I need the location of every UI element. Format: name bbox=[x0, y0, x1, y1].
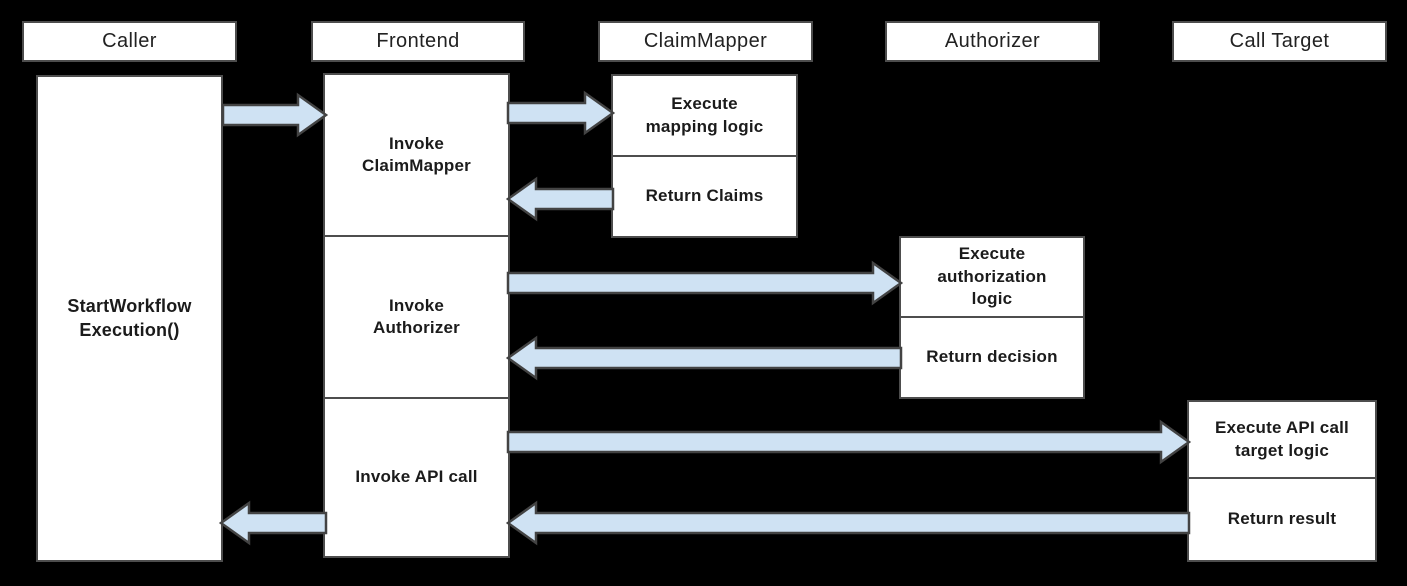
step-invoke-authorizer-label: Invoke Authorizer bbox=[373, 295, 460, 337]
lane-header-call-target: Call Target bbox=[1172, 21, 1387, 62]
step-invoke-api-call: Invoke API call bbox=[323, 397, 510, 558]
arrow-start-workflow bbox=[221, 92, 329, 138]
lane-header-caller-label: Caller bbox=[102, 30, 157, 52]
lane-header-authorizer: Authorizer bbox=[885, 21, 1100, 62]
step-return-decision-label: Return decision bbox=[926, 347, 1058, 367]
arrow-return-result bbox=[505, 500, 1191, 546]
lane-header-frontend-label: Frontend bbox=[376, 30, 460, 52]
step-execute-mapping-logic: Execute mapping logic bbox=[611, 74, 798, 157]
arrow-invoke-authorizer bbox=[506, 260, 904, 306]
arrow-return-decision bbox=[505, 335, 903, 381]
arrow-return-to-caller bbox=[218, 500, 328, 546]
step-invoke-authorizer: Invoke Authorizer bbox=[323, 235, 510, 399]
step-execute-mapping-logic-label: Execute mapping logic bbox=[645, 94, 764, 136]
lane-header-call-target-label: Call Target bbox=[1229, 30, 1330, 52]
lane-header-caller: Caller bbox=[22, 21, 237, 62]
arrow-invoke-api-call bbox=[506, 419, 1192, 465]
step-execute-authorization-logic: Execute authorization logic bbox=[899, 236, 1085, 318]
step-return-claims-label: Return Claims bbox=[645, 186, 764, 206]
step-return-result-label: Return result bbox=[1227, 509, 1337, 529]
lane-header-claimmapper-label: ClaimMapper bbox=[643, 30, 768, 52]
lane-header-frontend: Frontend bbox=[311, 21, 525, 62]
step-invoke-claimmapper: Invoke ClaimMapper bbox=[323, 73, 510, 237]
lane-header-claimmapper: ClaimMapper bbox=[598, 21, 813, 62]
step-start-workflow-execution: StartWorkflow Execution() bbox=[36, 75, 223, 562]
arrow-return-claims bbox=[505, 176, 615, 222]
lane-header-authorizer-label: Authorizer bbox=[944, 30, 1041, 52]
step-return-result: Return result bbox=[1187, 477, 1377, 562]
step-invoke-api-call-label: Invoke API call bbox=[355, 467, 478, 487]
step-start-workflow-execution-label: StartWorkflow Execution() bbox=[67, 295, 192, 340]
step-execute-authorization-logic-label: Execute authorization logic bbox=[937, 244, 1047, 309]
step-return-decision: Return decision bbox=[899, 316, 1085, 399]
step-invoke-claimmapper-label: Invoke ClaimMapper bbox=[362, 133, 471, 175]
arrow-invoke-claimmapper bbox=[506, 90, 616, 136]
step-execute-api-call-target-logic-label: Execute API call target logic bbox=[1215, 418, 1349, 460]
step-return-claims: Return Claims bbox=[611, 155, 798, 238]
step-execute-api-call-target-logic: Execute API call target logic bbox=[1187, 400, 1377, 479]
